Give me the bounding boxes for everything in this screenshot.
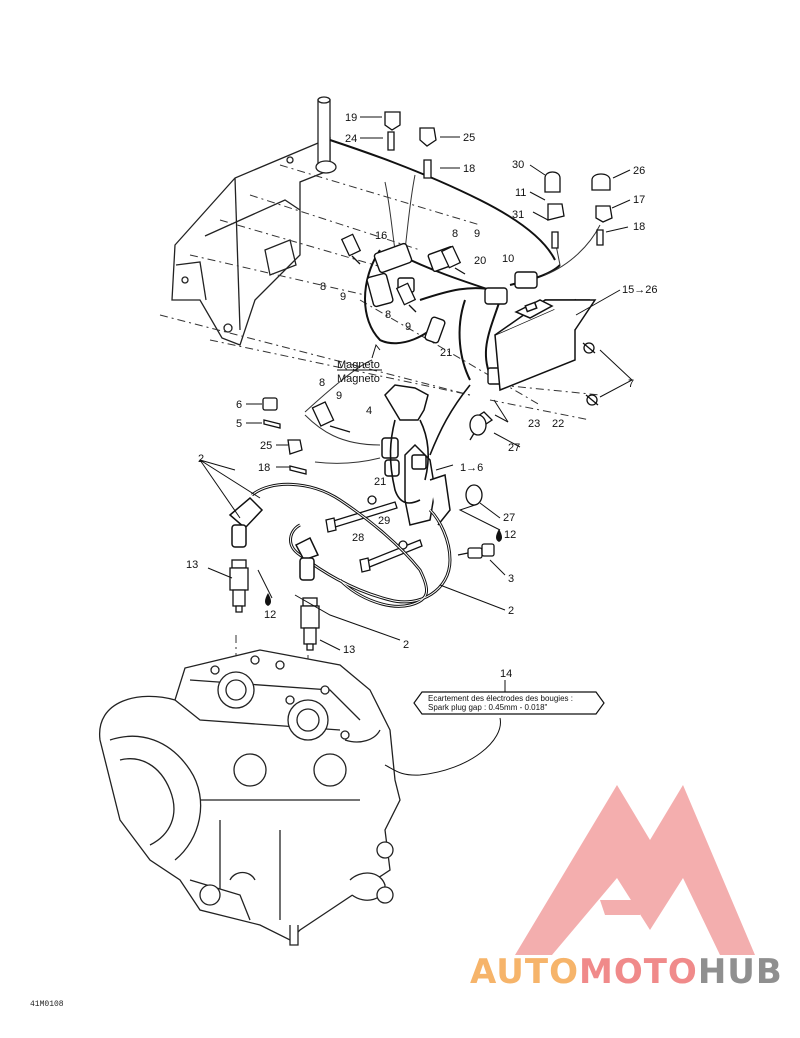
watermark-logo-icon <box>515 785 755 955</box>
callout-8b: 8 <box>320 281 326 293</box>
callout-29: 29 <box>378 515 390 527</box>
magneto-label-bottom: Magneto <box>337 373 380 385</box>
callout-3: 3 <box>508 573 514 585</box>
callout-8c: 8 <box>385 309 391 321</box>
callout-16: 16 <box>375 230 387 242</box>
brand-part-moto: MOTO <box>578 952 698 992</box>
callout-27a: 27 <box>508 442 520 454</box>
spark-gap-note: Ecartement des électrodes des bougies : … <box>384 680 605 776</box>
engine <box>99 649 401 946</box>
callout-22: 22 <box>552 418 564 430</box>
callout-9a: 9 <box>474 228 480 240</box>
callout-10: 10 <box>502 253 514 265</box>
terminal-parts-top <box>384 111 613 249</box>
mounting-bracket <box>171 137 331 346</box>
callout-27b: 27 <box>503 512 515 524</box>
callout-20: 20 <box>474 255 486 267</box>
callout-5: 5 <box>236 418 242 430</box>
watermark-brand: AUTOMOTOHUB <box>470 952 783 992</box>
document-id: 41M0108 <box>30 1000 64 1009</box>
callout-11: 11 <box>515 187 526 199</box>
callout-leaders <box>199 116 633 651</box>
callout-2a: 2 <box>198 453 204 465</box>
callout-18: 18 <box>463 163 475 175</box>
callout-13b: 13 <box>343 644 355 656</box>
callout-4: 4 <box>366 405 372 417</box>
magneto-label: Magneto Magneto <box>337 343 382 385</box>
upper-thin-wires <box>384 174 601 276</box>
callout-12b: 12 <box>264 609 276 621</box>
spark-gap-note-en: Spark plug gap : 0.45mm - 0.018" <box>428 703 548 712</box>
callout-24: 24 <box>345 133 357 145</box>
callout-6: 6 <box>236 399 242 411</box>
callout-25: 25 <box>463 132 475 144</box>
spark-plugs <box>229 559 320 651</box>
callout-25b: 25 <box>260 440 272 452</box>
magneto-label-top: Magneto <box>337 359 380 371</box>
coil-wires <box>389 384 471 504</box>
connector-blocks-upper <box>340 233 466 313</box>
callout-7: 7 <box>628 378 634 390</box>
brand-part-hub: HUB <box>697 952 783 992</box>
callout-18c: 18 <box>258 462 270 474</box>
callout-labels: 19 24 25 18 30 26 11 17 31 18 16 8 9 20 … <box>186 112 657 680</box>
callout-9c: 9 <box>405 321 411 333</box>
callout-12a: 12 <box>504 529 516 541</box>
callout-23: 23 <box>528 418 540 430</box>
callout-14: 14 <box>500 668 512 680</box>
spark-gap-note-fr: Ecartement des électrodes des bougies : <box>428 694 573 703</box>
callout-26: 26 <box>633 165 645 177</box>
callout-21b: 21 <box>374 476 386 488</box>
drop-markers <box>265 529 502 606</box>
callout-15-26: 15→26 <box>622 284 657 296</box>
cdi-module <box>494 298 597 392</box>
callout-17: 17 <box>633 194 645 206</box>
callout-2b: 2 <box>508 605 514 617</box>
callout-1-6: 1→6 <box>460 462 483 474</box>
spacer-tubes <box>465 411 494 506</box>
callout-13a: 13 <box>186 559 198 571</box>
callout-19: 19 <box>345 112 357 124</box>
left-leader-arrows <box>304 359 381 464</box>
callout-2c: 2 <box>403 639 409 651</box>
connector-3 <box>457 543 495 559</box>
left-small-parts <box>262 397 351 475</box>
brand-part-auto: AUTO <box>470 952 579 992</box>
callout-8a: 8 <box>452 228 458 240</box>
callout-21a: 21 <box>440 347 452 359</box>
mounting-bolts <box>582 342 599 406</box>
callout-31: 31 <box>512 209 524 221</box>
support-post <box>315 96 337 174</box>
spark-plug-cables-inner <box>251 483 451 607</box>
assembly-lines <box>159 164 601 700</box>
spark-plug-caps <box>228 496 320 581</box>
callout-8d: 8 <box>319 377 325 389</box>
callout-9d: 9 <box>336 390 342 402</box>
callout-9b: 9 <box>340 291 346 303</box>
callout-28: 28 <box>352 532 364 544</box>
callout-30: 30 <box>512 159 524 171</box>
callout-18b: 18 <box>633 221 645 233</box>
